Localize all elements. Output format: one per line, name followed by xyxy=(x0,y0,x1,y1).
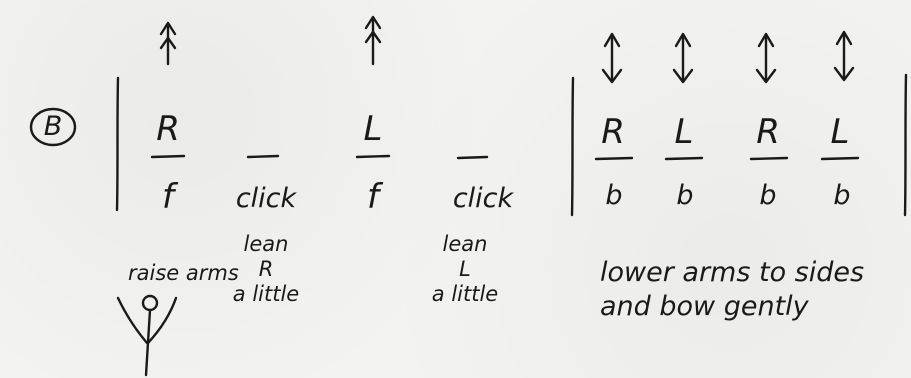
fraction-line xyxy=(749,156,789,161)
beat-move: b xyxy=(833,180,851,211)
beat-move: b xyxy=(759,180,777,211)
beat-step: R xyxy=(601,112,625,152)
annotation: lower arms to sides and bow gently xyxy=(600,257,865,322)
annotation: raise arms xyxy=(128,261,239,285)
bar-line-start xyxy=(115,76,120,212)
fraction-line xyxy=(664,156,704,161)
beat-move: b xyxy=(676,180,694,211)
annotation: lean R a little xyxy=(232,232,300,307)
up-arrow-icon xyxy=(159,21,177,66)
beat-move: click xyxy=(452,183,514,214)
up-down-arrow-icon xyxy=(672,32,694,84)
section-marker: B xyxy=(43,111,63,142)
fraction-line xyxy=(150,154,186,159)
stick-figure-arms-raised-icon xyxy=(116,294,178,377)
fraction-line xyxy=(594,156,634,161)
annotation: lean L a little xyxy=(431,232,499,307)
section-circle xyxy=(29,107,77,147)
up-down-arrow-icon xyxy=(833,30,855,82)
up-arrow-icon xyxy=(364,15,382,66)
bar-line-end xyxy=(903,73,908,217)
fraction-line xyxy=(820,156,860,161)
fraction-line xyxy=(246,154,280,159)
beat-move: b xyxy=(605,180,623,211)
up-down-arrow-icon xyxy=(755,32,777,84)
beat-move: click xyxy=(235,183,297,214)
beat-step: R xyxy=(756,112,780,152)
beat-step: L xyxy=(363,109,383,149)
fraction-line xyxy=(355,154,391,159)
beat-step: L xyxy=(674,112,694,152)
fraction-line xyxy=(456,155,489,160)
beat-move: f xyxy=(367,177,379,217)
beat-move: f xyxy=(162,177,174,217)
up-down-arrow-icon xyxy=(601,32,623,84)
beat-step: L xyxy=(830,112,850,152)
bar-line-middle xyxy=(570,76,575,217)
beat-step: R xyxy=(156,109,180,149)
